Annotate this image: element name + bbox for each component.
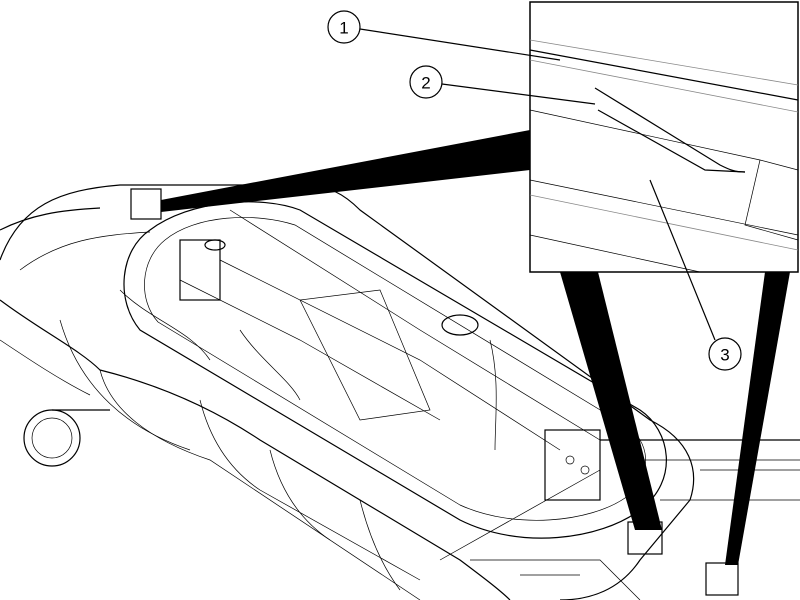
callout-2-label: 2 [421,74,430,93]
detail-wedge-1 [161,130,530,212]
detail-marker-1 [130,188,162,220]
detail-inset [529,1,799,273]
detail-marker-3 [705,562,739,596]
detail-wedge-2 [560,272,662,530]
callout-1-label: 1 [339,19,348,38]
callout-leader-2 [441,83,596,105]
callout-leader-1 [359,28,561,61]
callout-1: 1 [327,10,361,44]
callout-3-label: 3 [720,346,729,365]
callout-3: 3 [708,337,742,371]
detail-wedge-3 [725,272,790,565]
callout-leader-3 [649,179,716,341]
callout-2: 2 [409,65,443,99]
